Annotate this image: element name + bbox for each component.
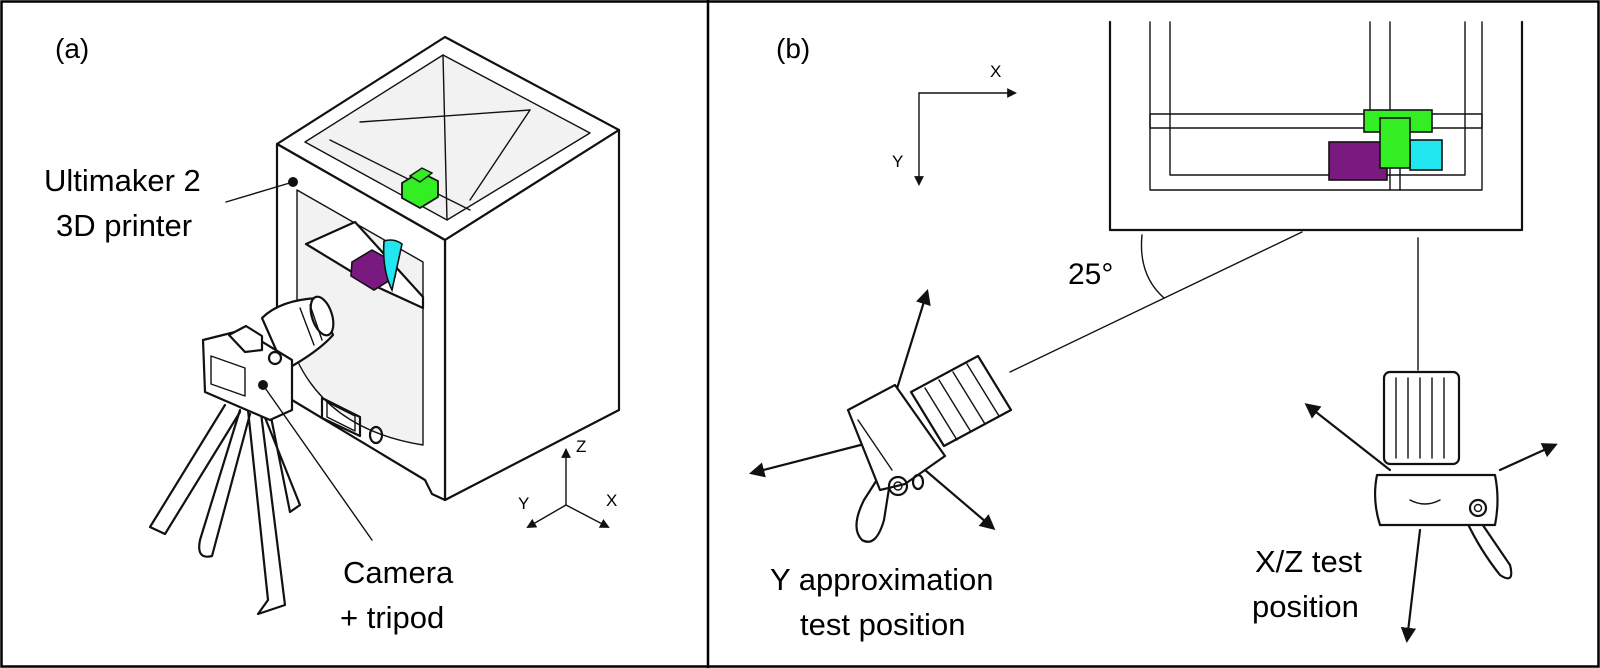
panel-a: (a) <box>44 33 621 635</box>
printer-label-line1: Ultimaker 2 <box>44 163 201 198</box>
camera-label-line2: + tripod <box>340 600 444 635</box>
printed-part-cyan-b <box>1409 139 1443 171</box>
printed-part-purple-b <box>1328 141 1388 181</box>
axis-label-x: X <box>606 491 617 510</box>
y-position-label-line2: test position <box>800 607 965 642</box>
xz-position-label-line1: X/Z test <box>1255 544 1362 579</box>
y-position-sight-line <box>1009 231 1303 373</box>
axes-2d: X Y <box>892 62 1017 186</box>
axis-label-x-b: X <box>990 62 1001 81</box>
camera-label-line1: Camera <box>343 555 454 590</box>
printer-illustration <box>275 35 621 502</box>
panel-b: (b) X Y 25° <box>749 20 1558 644</box>
printer-leader-line <box>225 181 294 203</box>
angle-label: 25° <box>1068 258 1113 291</box>
printed-part-cyan-a <box>382 239 403 293</box>
panel-b-tag: (b) <box>776 33 810 64</box>
printer-label-line2: 3D printer <box>56 208 192 243</box>
camera-tripod-illustration <box>148 295 335 616</box>
axis-label-z: Z <box>576 437 586 456</box>
xz-position-camera <box>1304 370 1558 644</box>
printer-top-view <box>1108 20 1524 232</box>
axis-label-y-b: Y <box>892 152 903 171</box>
axes-3d: Z Y X <box>518 437 617 528</box>
panel-a-tag: (a) <box>55 33 89 64</box>
angle-arc <box>1140 234 1165 299</box>
axis-label-y: Y <box>518 494 529 513</box>
camera-leader-line <box>262 384 373 541</box>
y-position-label-line1: Y approximation <box>770 562 993 597</box>
y-position-camera <box>749 289 1013 543</box>
xz-position-label-line2: position <box>1252 589 1359 624</box>
